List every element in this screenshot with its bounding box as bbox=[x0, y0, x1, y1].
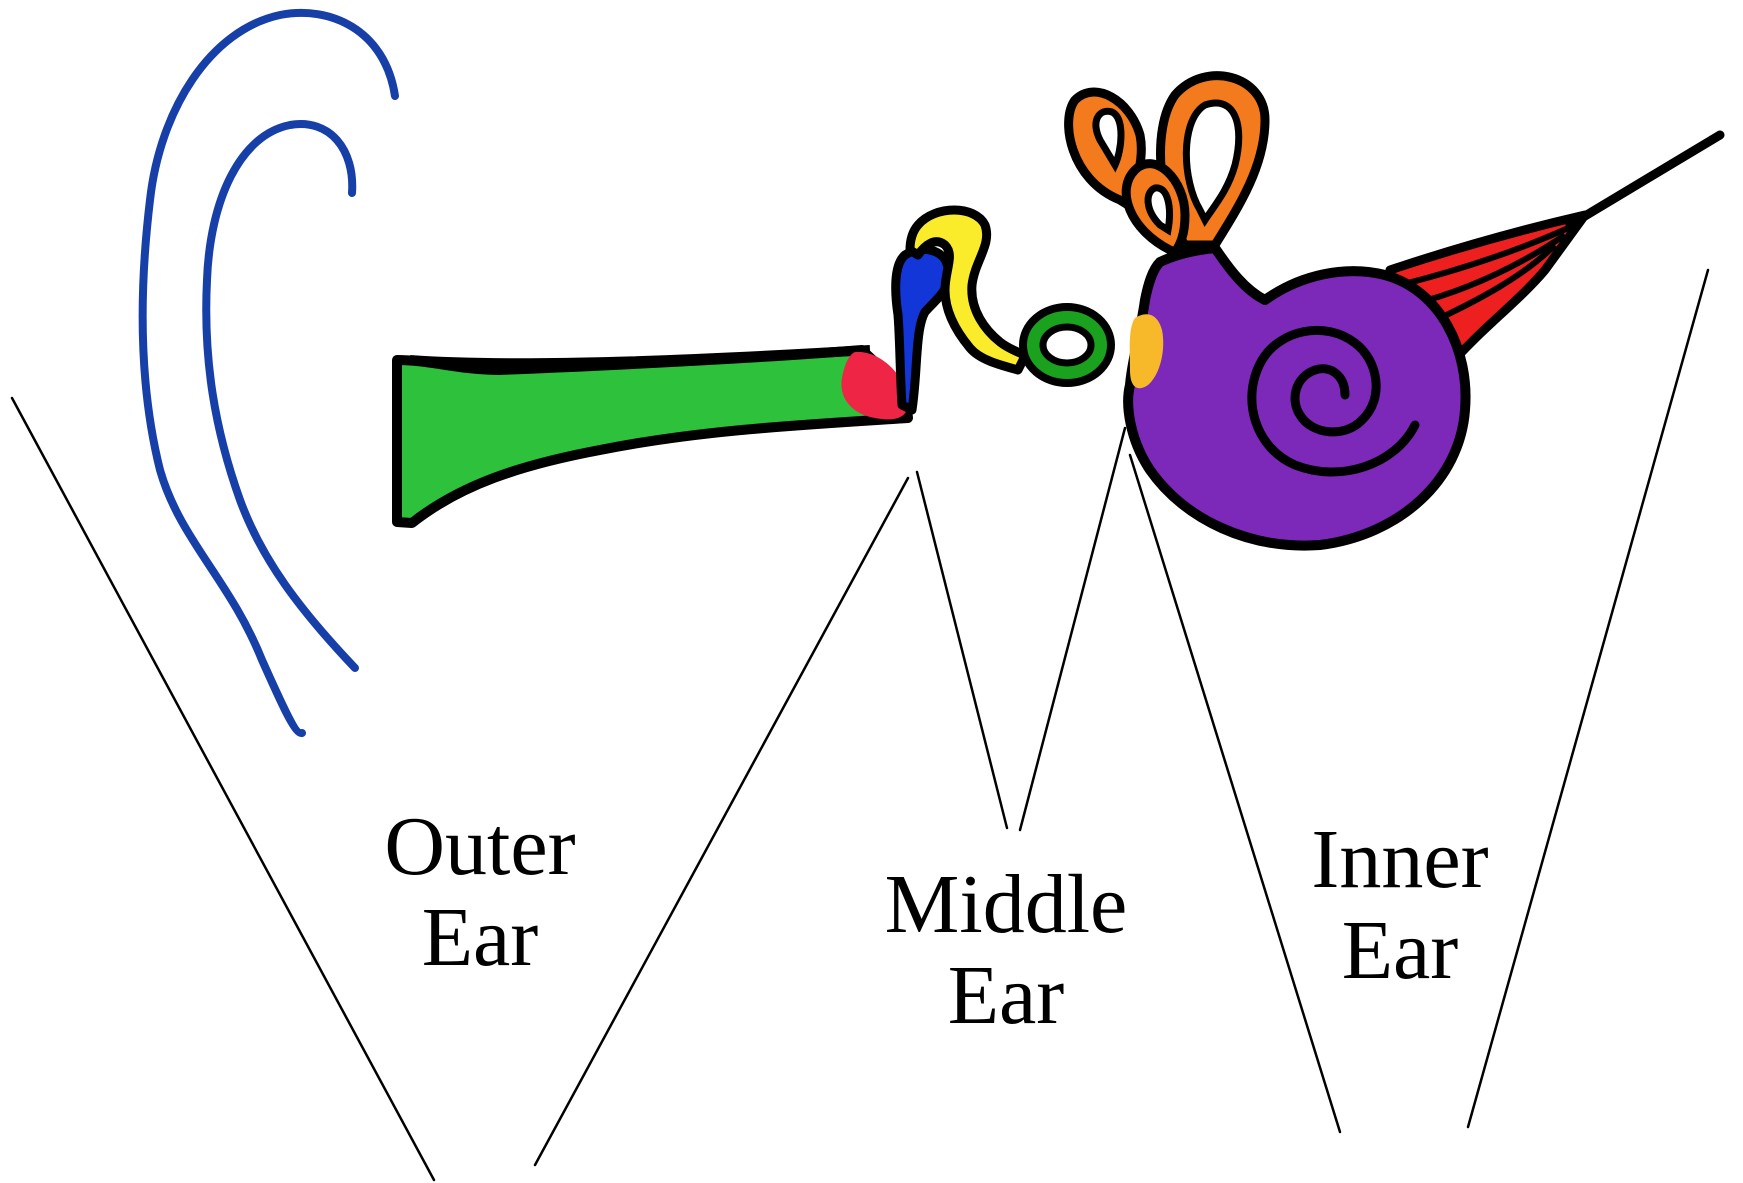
middle-ear-label-line2: Ear bbox=[826, 951, 1186, 1042]
middle-ear-bracket-right bbox=[1020, 428, 1125, 830]
outer-ear-label-line1: Outer bbox=[300, 802, 660, 893]
pinna-outer-curve bbox=[143, 13, 395, 733]
inner-ear-label-line2: Ear bbox=[1220, 906, 1580, 997]
outer-ear-bracket-left bbox=[12, 398, 434, 1180]
middle-ear-label: Middle Ear bbox=[826, 860, 1186, 1041]
outer-ear-label: Outer Ear bbox=[300, 802, 660, 983]
middle-ear-bracket-left bbox=[917, 472, 1007, 828]
pinna-inner-curve bbox=[206, 124, 355, 668]
ear-canal bbox=[397, 350, 908, 523]
pinna bbox=[143, 13, 395, 733]
stapes-hole bbox=[1043, 327, 1091, 363]
inner-ear-label: Inner Ear bbox=[1220, 815, 1580, 996]
malleus bbox=[896, 249, 949, 410]
auditory-nerve-tip bbox=[1570, 135, 1720, 225]
middle-ear-label-line1: Middle bbox=[826, 860, 1186, 951]
inner-ear-bracket-right bbox=[1468, 270, 1708, 1127]
outer-ear-label-line2: Ear bbox=[300, 893, 660, 984]
inner-ear-label-line1: Inner bbox=[1220, 815, 1580, 906]
